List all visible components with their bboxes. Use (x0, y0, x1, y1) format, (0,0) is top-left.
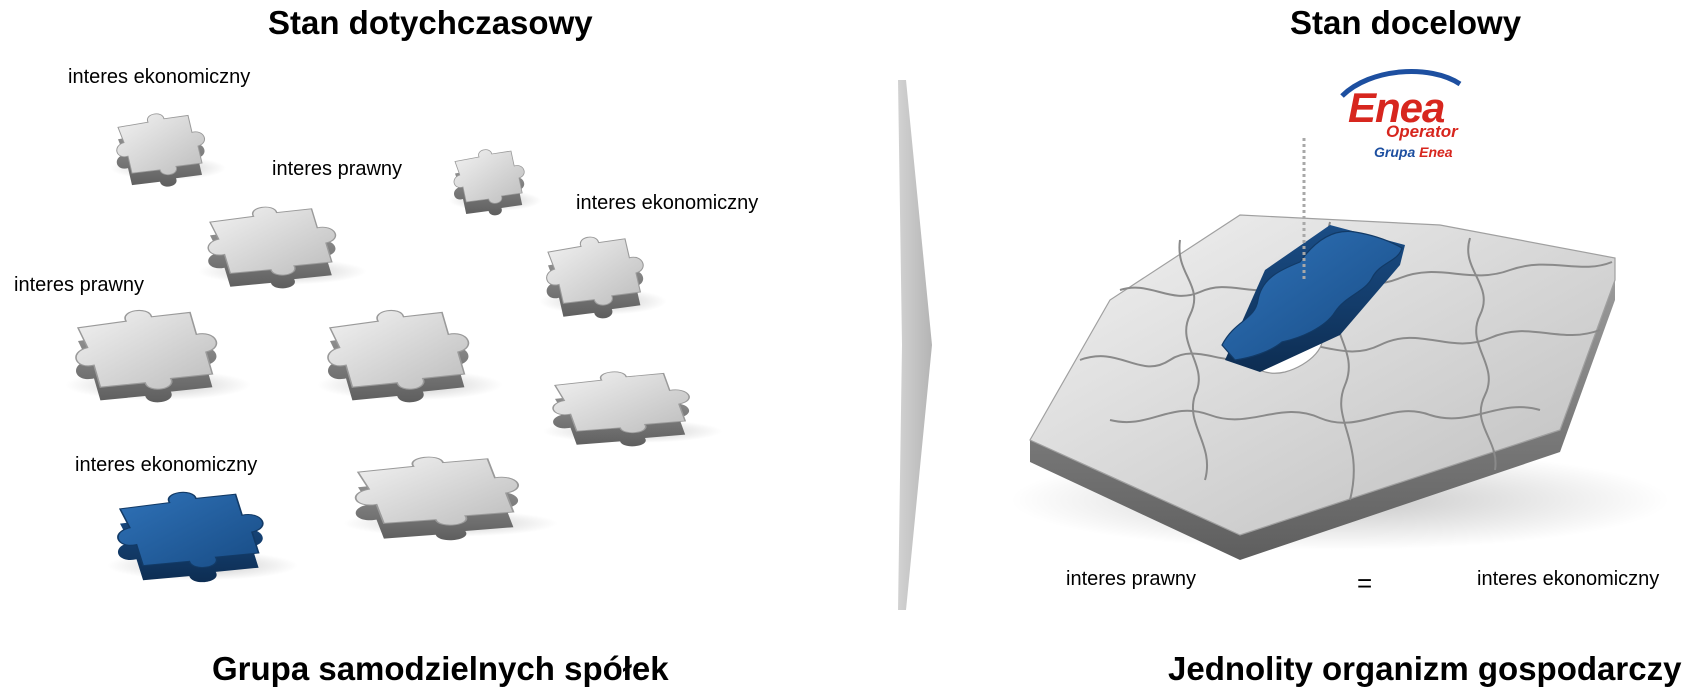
label-legal-right: interes prawny (1066, 568, 1197, 590)
puzzle-piece-gray-8 (343, 456, 558, 541)
right-footer: Jednolity organizm gospodarczy (1168, 650, 1682, 687)
left-title: Stan dotychczasowy (268, 4, 593, 41)
equals-sign: = (1357, 568, 1373, 598)
puzzle-piece-gray-7 (542, 371, 723, 447)
logo-group-prefix: Grupa (1374, 144, 1420, 160)
label-economic-1: interes ekonomiczny (68, 66, 251, 88)
puzzle-piece-gray-4 (539, 236, 667, 319)
logo-brand: Enea (1348, 84, 1445, 131)
label-economic-2: interes ekonomiczny (576, 192, 759, 214)
puzzle-piece-gray-1 (110, 113, 226, 187)
transition-arrow (898, 80, 932, 610)
puzzle-piece-gray-6 (317, 309, 503, 403)
puzzle-piece-gray-2 (448, 149, 542, 216)
label-economic-right: interes ekonomiczny (1477, 568, 1660, 590)
label-economic-3: interes ekonomiczny (75, 454, 258, 476)
label-legal-2: interes prawny (14, 274, 145, 296)
logo-group: Grupa Enea (1374, 144, 1453, 160)
assembled-puzzle (1010, 138, 1670, 560)
puzzle-piece-blue-left (106, 491, 299, 583)
puzzle-piece-gray-5 (65, 309, 251, 403)
logo-subtitle: Operator (1386, 122, 1458, 141)
logo-arc-icon (1340, 69, 1462, 98)
left-pieces (65, 113, 723, 583)
right-title: Stan docelowy (1290, 4, 1522, 41)
puzzle-piece-gray-3 (198, 206, 367, 289)
logo-group-brand: Enea (1419, 144, 1453, 160)
enea-operator-logo: Enea Operator Grupa Enea (1330, 64, 1470, 164)
label-legal-1: interes prawny (272, 158, 403, 180)
left-footer: Grupa samodzielnych spółek (212, 650, 669, 687)
puzzle-piece-blue-lifted (1221, 225, 1405, 372)
